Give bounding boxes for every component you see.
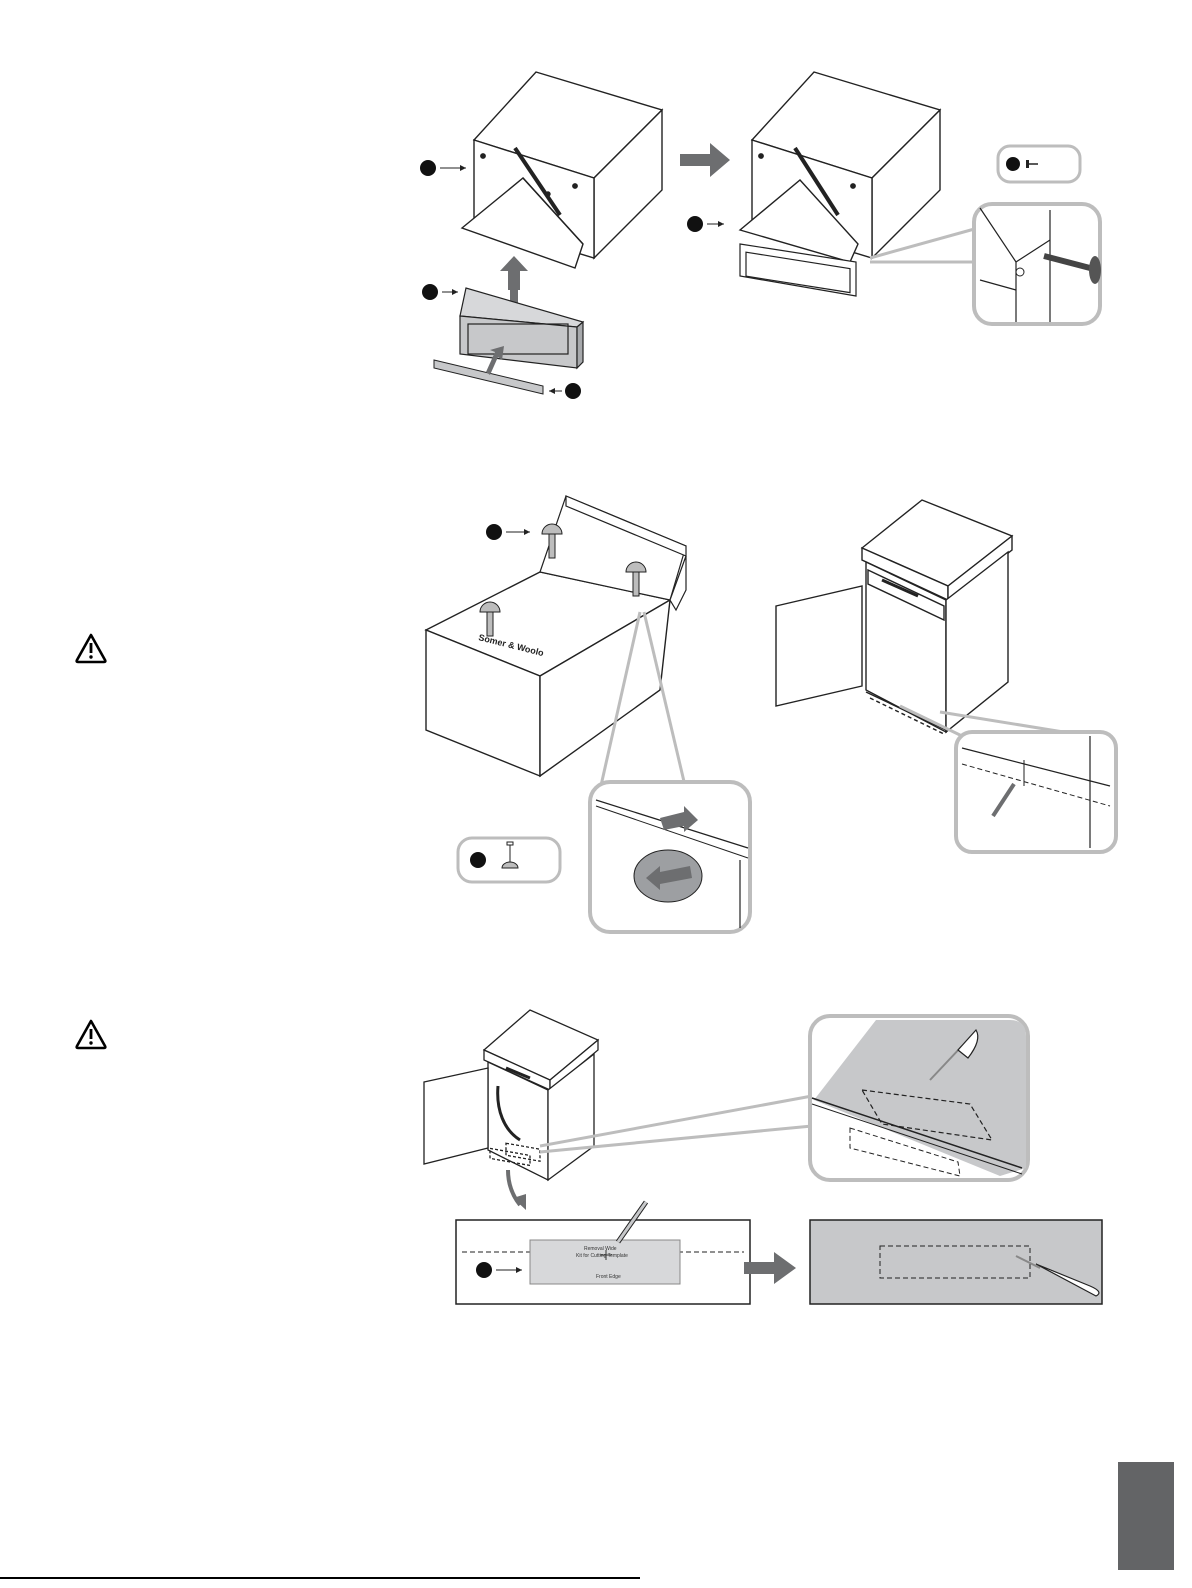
footer-rule: [0, 1577, 640, 1579]
warning-icon: [74, 1018, 108, 1050]
step1-illustration: [410, 60, 1110, 410]
warning-icon: [74, 632, 108, 664]
screw-legend: [998, 146, 1080, 182]
appliance-box-left: [462, 72, 662, 268]
appliance-box-top: [426, 572, 670, 776]
step2-illustration: Somer & Woolo: [410, 490, 1130, 940]
part-callout-icon: [687, 216, 724, 232]
zoom-detail-plinth: [956, 732, 1116, 852]
appliance-box-right: [740, 72, 940, 262]
zoom-detail-cut: [810, 1016, 1028, 1180]
part-callout-icon: [422, 284, 458, 300]
section-tab-marker: [1118, 1462, 1174, 1570]
arrow-icon: [744, 1252, 796, 1284]
leveling-foot-legend: [458, 838, 560, 882]
base-cabinet-small: [424, 1010, 598, 1180]
part-callout-icon: [549, 383, 581, 399]
zoom-detail-foot: [590, 782, 750, 932]
rail-bar: [434, 360, 543, 394]
zoom-detail-screw: [974, 204, 1101, 324]
arrow-icon: [680, 143, 730, 177]
duct-box: [460, 288, 583, 368]
step3-illustration: Removal Wide Kit for Cutting Template Fr…: [410, 1000, 1120, 1320]
svg-text:Kit for Cutting Template: Kit for Cutting Template: [576, 1253, 628, 1259]
part-callout-icon: [486, 524, 530, 540]
cut-panel: [810, 1220, 1102, 1304]
arrow-icon: [500, 256, 528, 290]
svg-text:Front Edge: Front Edge: [596, 1274, 621, 1280]
template-panel: Removal Wide Kit for Cutting Template Fr…: [456, 1202, 750, 1304]
base-cabinet: [776, 500, 1012, 734]
svg-text:Removal Wide: Removal Wide: [584, 1246, 617, 1252]
part-callout-icon: [420, 160, 466, 176]
